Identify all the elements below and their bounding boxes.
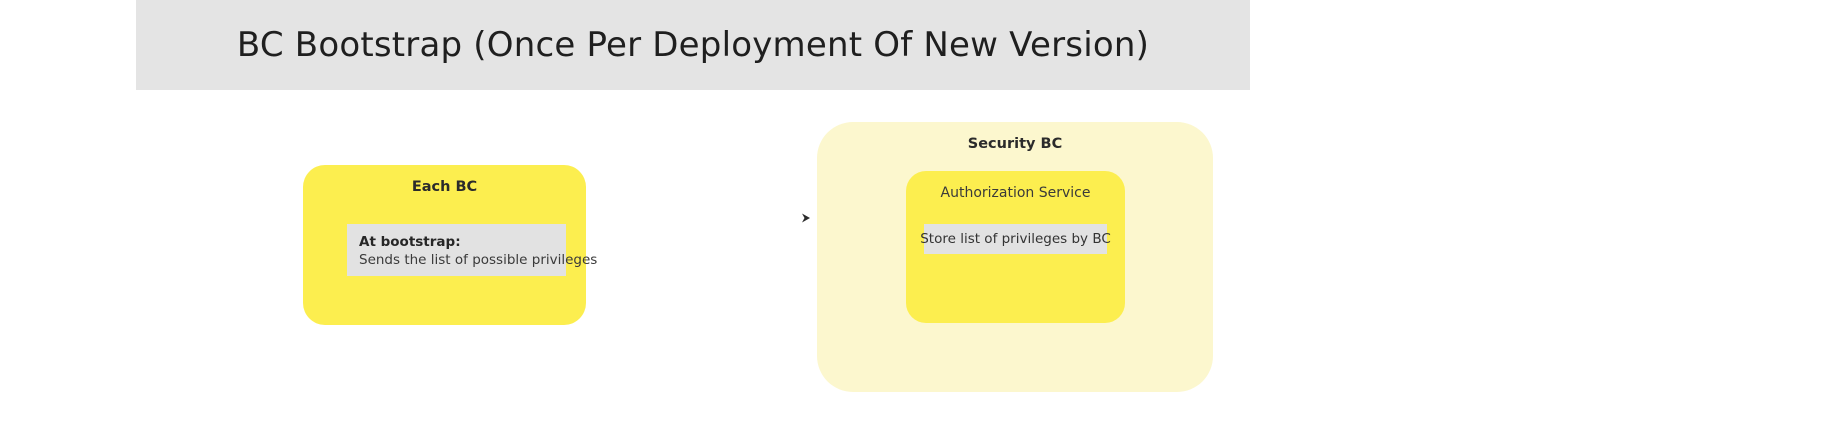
note-at-bootstrap-body: Sends the list of possible privileges [359,252,598,268]
note-store-privileges-body: Store list of privileges by BC [920,230,1111,247]
note-at-bootstrap: At bootstrap: Sends the list of possible… [347,224,598,276]
diagram-header-bar: BC Bootstrap (Once Per Deployment Of New… [136,0,1250,90]
node-each-bc-label: Each BC [411,179,478,195]
arrowhead-icon [802,213,810,223]
note-store-privileges: Store list of privileges by BC [920,224,1111,254]
note-at-bootstrap-heading: At bootstrap: [359,234,461,250]
node-each-bc[interactable]: Each BC At bootstrap: Sends the list of … [303,165,598,325]
edge-each-bc-to-security-bc [596,200,812,236]
node-security-bc[interactable]: Security BC Authorization Service Store … [817,122,1213,392]
node-authorization-service[interactable]: Authorization Service Store list of priv… [906,171,1125,323]
page-title: BC Bootstrap (Once Per Deployment Of New… [236,25,1150,65]
node-security-bc-label: Security BC [967,136,1063,152]
node-authorization-service-label: Authorization Service [940,185,1091,201]
